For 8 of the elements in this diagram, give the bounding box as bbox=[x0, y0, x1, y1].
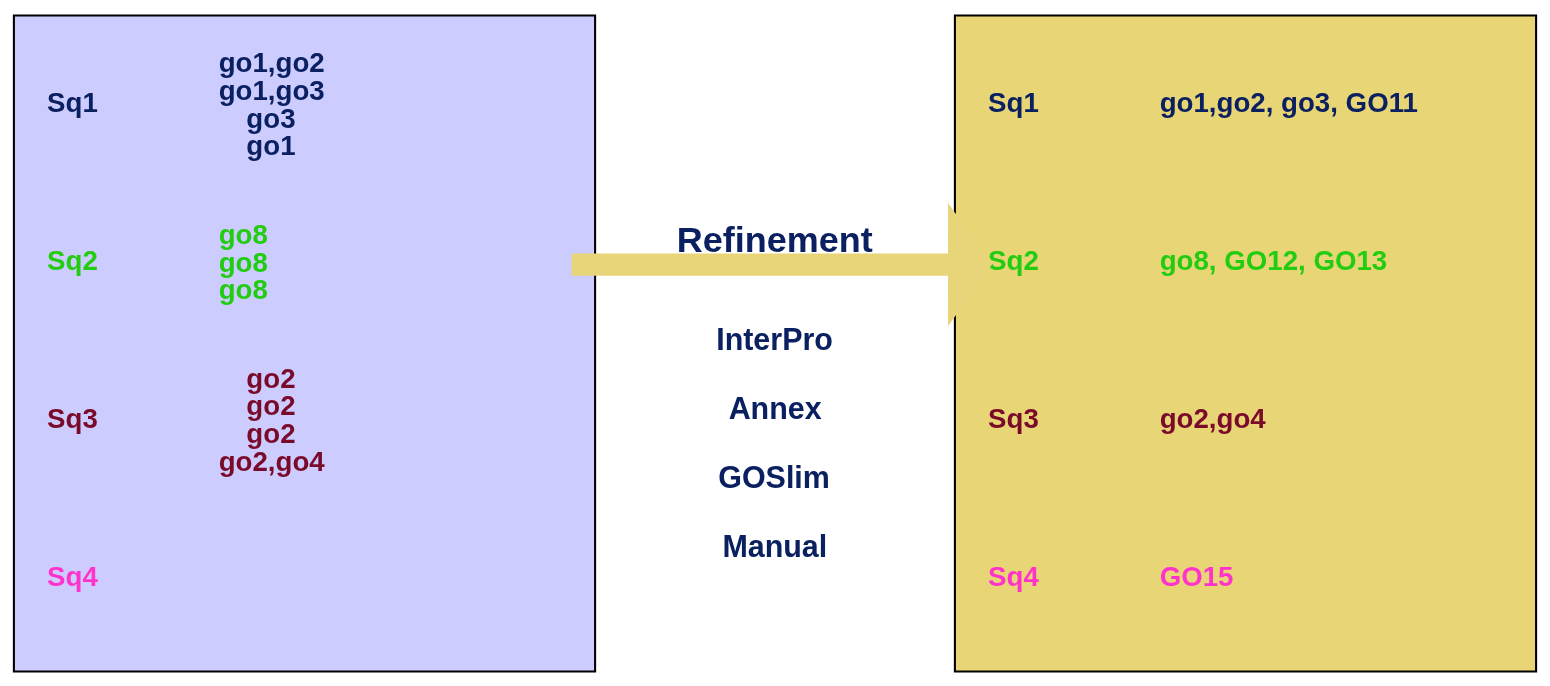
label: Manual bbox=[722, 528, 828, 563]
edge-label: Refinement bbox=[676, 218, 873, 260]
label: Annex bbox=[728, 390, 822, 425]
label: GOSlim bbox=[718, 459, 830, 494]
arrow bbox=[571, 202, 993, 326]
node-box: Sq1 go1,go2 go1,go3 go3 go1 Sq2 go8 go8 go8 Sq3 go2 go2 go2 go2,go4 Sq4 bbox=[12, 14, 597, 672]
label: InterPro bbox=[716, 321, 833, 356]
node-box: Sq1 go1,go2, go3, GO11 Sq2 go8, GO12, GO13 Sq3 go2,go4 Sq4 GO15 bbox=[953, 14, 1538, 672]
